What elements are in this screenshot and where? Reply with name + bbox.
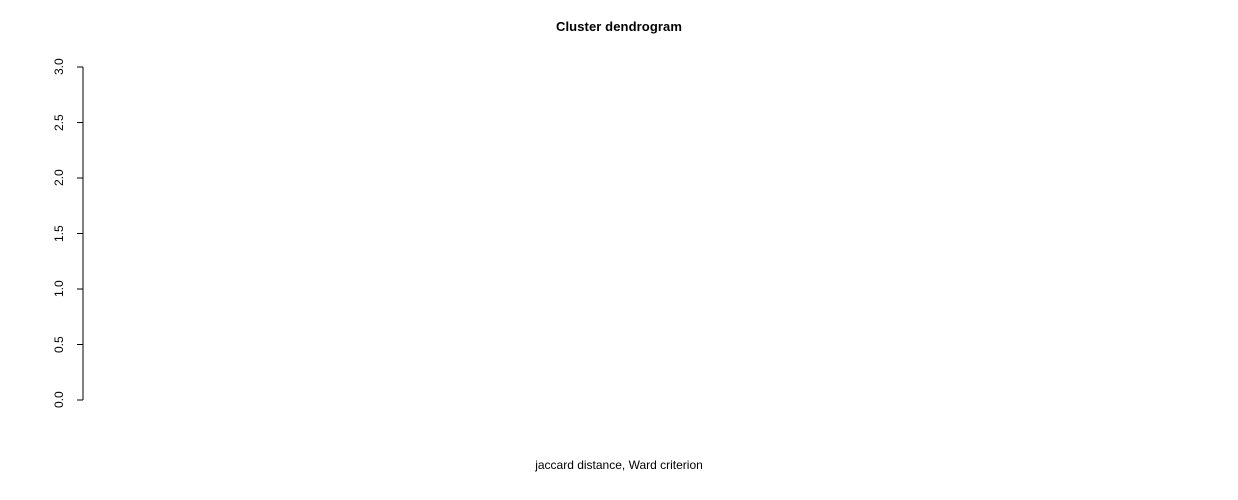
y-axis-tick-label: 2.0: [52, 169, 66, 187]
y-axis-tick-label: 0.5: [52, 336, 66, 353]
y-axis-tick-label: 0.0: [52, 391, 66, 409]
y-axis-tick-label: 3.0: [52, 58, 66, 76]
y-axis-tick-label: 1.0: [52, 280, 66, 298]
y-axis: [77, 66, 84, 401]
y-axis-tick-label: 1.5: [52, 225, 66, 242]
y-axis-tick-label: 2.5: [52, 114, 66, 131]
x-axis-label: jaccard distance, Ward criterion: [535, 458, 703, 472]
page-title: Cluster dendrogram: [555, 19, 683, 34]
